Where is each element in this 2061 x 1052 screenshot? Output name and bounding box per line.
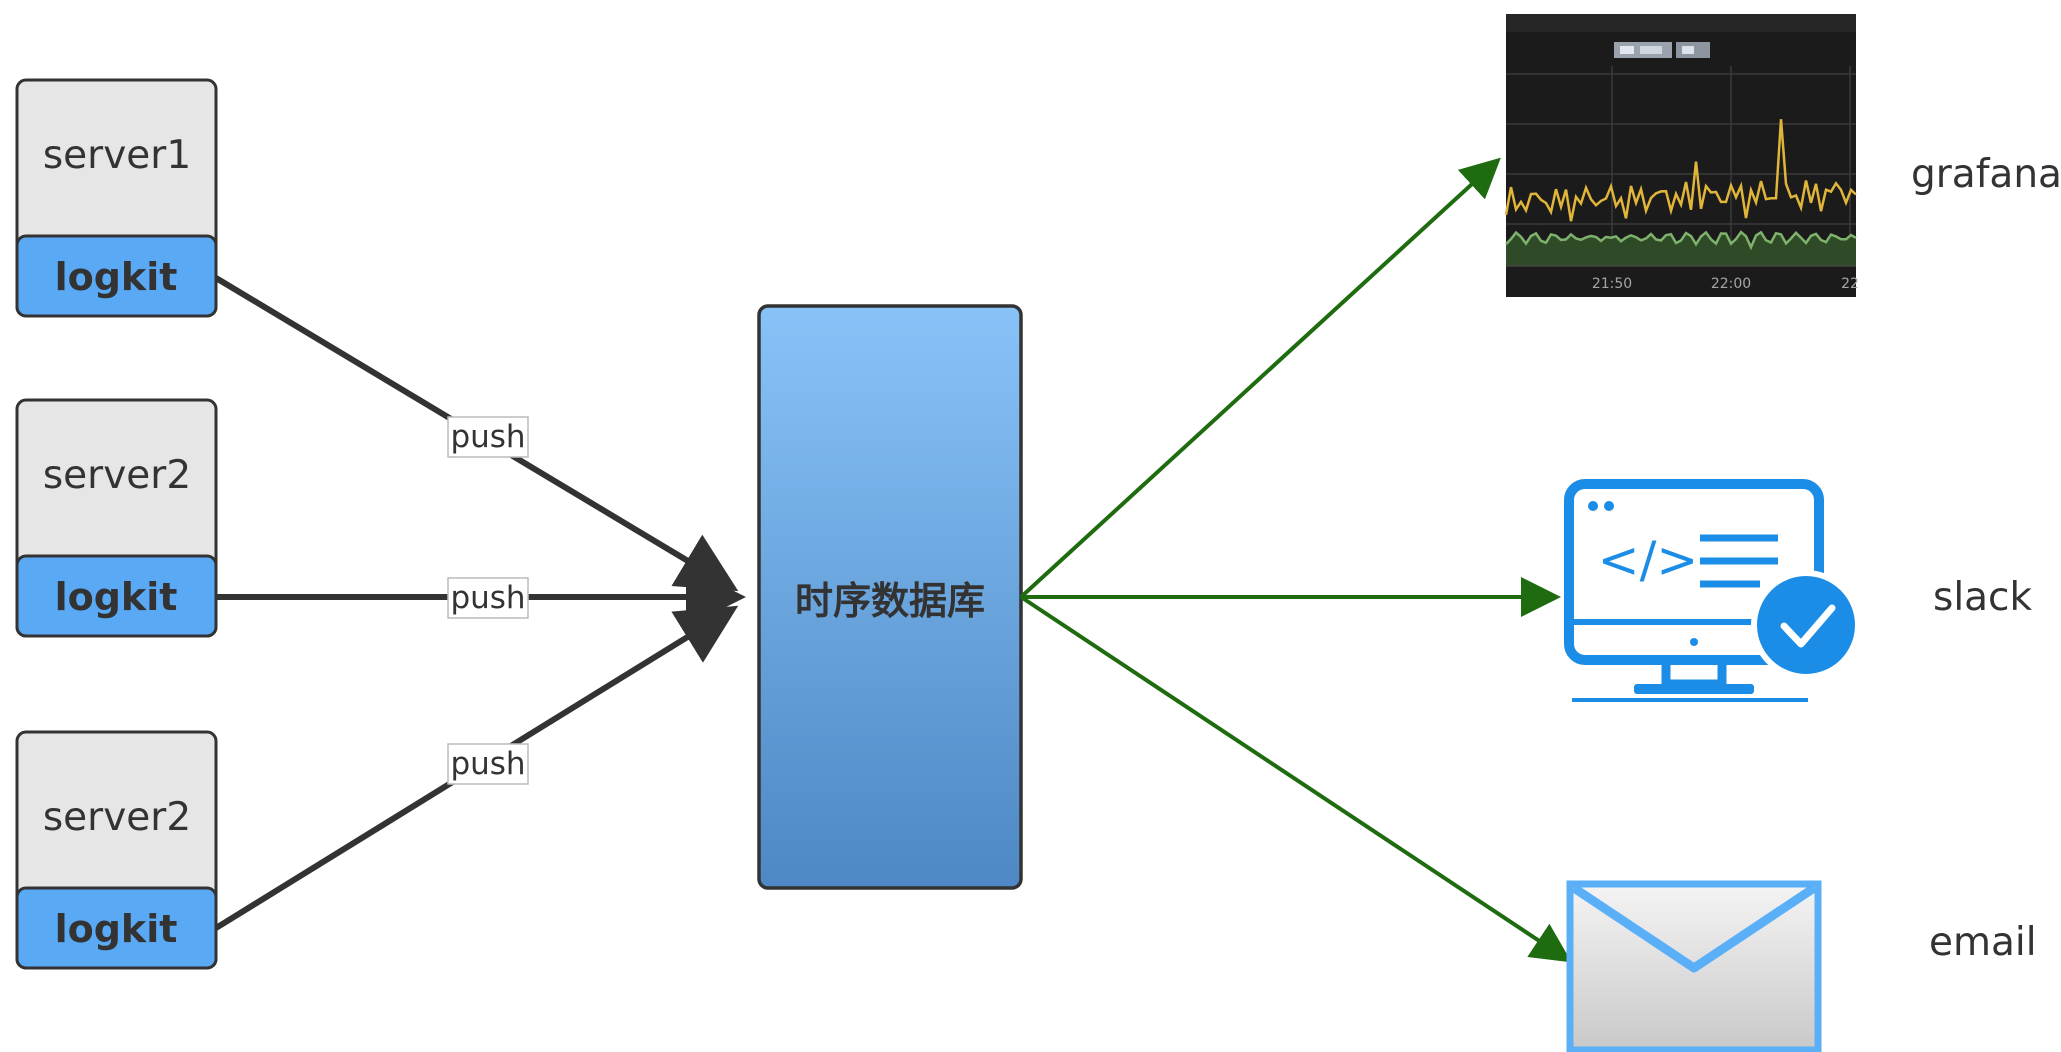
database-label: 时序数据库 <box>795 579 985 623</box>
grafana-grid <box>1506 66 1856 266</box>
grafana-label: grafana <box>1911 152 2061 197</box>
grafana-panel-header <box>1506 14 1856 32</box>
agent-name: logkit <box>55 907 178 951</box>
push-label-2: push <box>447 577 529 619</box>
server-node-3: server2 logkit <box>15 730 218 970</box>
grafana-series-2-fill <box>1506 232 1856 266</box>
logkit-agent-box <box>15 234 218 318</box>
timeseries-database-node: 时序数据库 <box>757 304 1023 890</box>
server-name: server2 <box>43 453 191 498</box>
code-monitor-check-icon: </> <box>1564 479 1861 702</box>
push-label-1: push <box>447 416 529 458</box>
agent-name: logkit <box>55 255 178 299</box>
envelope-flap <box>1571 884 1817 973</box>
grafana-time-tick: 22:00 <box>1711 276 1751 292</box>
agent-name: logkit <box>55 575 178 619</box>
push-label-3: push <box>447 743 529 785</box>
edge-label: push <box>450 419 525 455</box>
email-label: email <box>1929 920 2037 965</box>
code-brackets-glyph: </> <box>1598 531 1699 589</box>
push-edges: push push push <box>214 275 746 931</box>
server-name: server1 <box>43 133 191 178</box>
arrow-to-grafana <box>1019 157 1501 599</box>
check-circle <box>1751 570 1861 680</box>
edge-label: push <box>450 580 525 616</box>
envelope-icon <box>1566 880 1822 1052</box>
grafana-dashboard-icon: 21:50 22:00 22 <box>1504 14 1859 297</box>
output-edges <box>1019 157 1572 963</box>
slack-label: slack <box>1933 575 2032 620</box>
grafana-time-tick: 21:50 <box>1592 276 1632 292</box>
server-node-1: server1 logkit <box>15 78 218 318</box>
grafana-series-1-line <box>1504 119 1857 222</box>
server-name: server2 <box>43 795 191 840</box>
grafana-series-2-line <box>1505 230 1857 251</box>
arrow-to-email <box>1019 595 1572 963</box>
grafana-time-tick: 22 <box>1841 276 1859 292</box>
checkmark-icon <box>1780 604 1836 648</box>
edge-label: push <box>450 746 525 782</box>
server-node-2: server2 logkit <box>15 398 218 638</box>
